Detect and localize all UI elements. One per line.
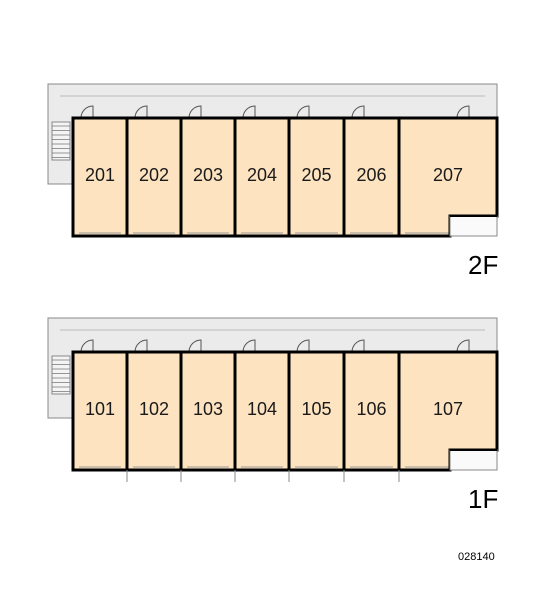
stair-frame <box>51 121 71 161</box>
floor-label: 2F <box>468 250 498 280</box>
room-number: 207 <box>433 165 463 185</box>
door-swing <box>188 339 202 353</box>
room-number: 104 <box>247 399 277 419</box>
room-101: 101 <box>73 339 127 470</box>
door-swing <box>80 105 94 119</box>
door-swing <box>188 105 202 119</box>
room-fill <box>181 352 235 470</box>
room-fill <box>289 118 344 236</box>
door-swing <box>242 105 256 119</box>
room-number: 203 <box>193 165 223 185</box>
room-number: 106 <box>356 399 386 419</box>
door-swing <box>242 339 256 353</box>
room-202: 202 <box>127 105 181 236</box>
room-203: 203 <box>181 105 235 236</box>
stair-frame <box>51 355 71 395</box>
staircase <box>51 121 71 161</box>
room-number: 204 <box>247 165 277 185</box>
room-fill <box>344 118 399 236</box>
room-105: 105 <box>289 339 344 470</box>
door-swing <box>456 105 470 119</box>
floor-1f: 101 102 103 104 105 106 107 1F <box>47 317 499 514</box>
room-204: 204 <box>235 105 289 236</box>
room-number: 205 <box>301 165 331 185</box>
room-201: 201 <box>73 105 127 236</box>
room-fill <box>235 352 289 470</box>
floor-2f: 201 202 203 204 205 206 207 2F <box>47 83 499 280</box>
door-swing <box>296 105 310 119</box>
room-102: 102 <box>127 339 181 470</box>
room-fill <box>127 352 181 470</box>
room-fill <box>127 118 181 236</box>
room-number: 206 <box>356 165 386 185</box>
room-number: 102 <box>139 399 169 419</box>
room-103: 103 <box>181 339 235 470</box>
closet <box>449 449 498 471</box>
room-fill <box>73 118 127 236</box>
door-swing <box>134 105 148 119</box>
room-106: 106 <box>344 339 399 470</box>
door-swing <box>456 339 470 353</box>
room-fill <box>73 352 127 470</box>
room-number: 101 <box>85 399 115 419</box>
door-swing <box>80 339 94 353</box>
drawing-code: 028140 <box>458 551 495 563</box>
room-104: 104 <box>235 339 289 470</box>
door-swing <box>134 339 148 353</box>
door-swing <box>351 105 365 119</box>
room-number: 201 <box>85 165 115 185</box>
room-fill <box>181 118 235 236</box>
floor-label: 1F <box>468 484 498 514</box>
staircase <box>51 355 71 395</box>
room-number: 105 <box>301 399 331 419</box>
room-fill <box>235 118 289 236</box>
door-swing <box>296 339 310 353</box>
room-number: 103 <box>193 399 223 419</box>
room-number: 202 <box>139 165 169 185</box>
room-fill <box>344 352 399 470</box>
room-206: 206 <box>344 105 399 236</box>
closet <box>449 215 498 237</box>
room-fill <box>289 352 344 470</box>
door-swing <box>351 339 365 353</box>
room-number: 107 <box>433 399 463 419</box>
room-205: 205 <box>289 105 344 236</box>
